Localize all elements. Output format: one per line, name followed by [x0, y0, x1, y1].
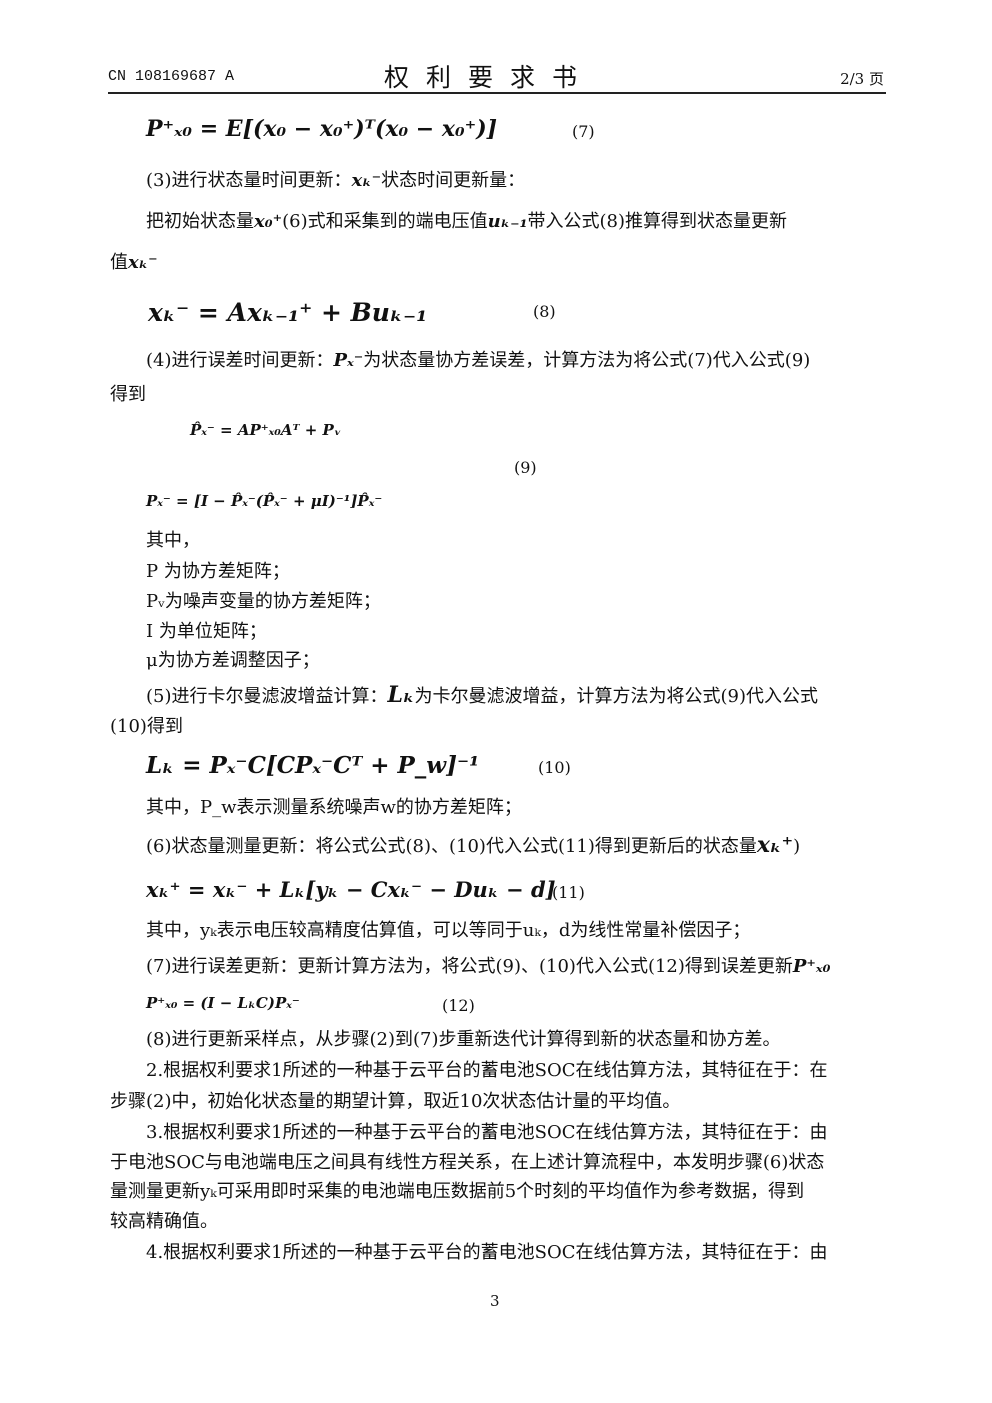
- header-title: 权利要求书: [384, 63, 595, 92]
- text: (6)状态量测量更新：将公式公式(8)、(10)代入公式(11)得到更新后的状态…: [146, 836, 757, 857]
- formula-inline: x₀⁺: [254, 211, 283, 232]
- step4-line: (4)进行误差时间更新：Pₓ⁻为状态量协方差误差，计算方法为将公式(7)代入公式…: [146, 352, 810, 370]
- page-number: 3: [490, 1292, 500, 1310]
- equation-7: P⁺ₓ₀ = E[(x₀ − x₀⁺)ᵀ(x₀ − x₀⁺)]: [146, 116, 498, 142]
- paragraph-line: 值xₖ⁻: [110, 254, 158, 272]
- paragraph-line: μ为协方差调整因子；: [146, 650, 320, 671]
- formula-inline: uₖ₋₁: [487, 211, 528, 232]
- paragraph-line: 量测量更新yₖ可采用即时采集的电池端电压数据前5个时刻的平均值作为参考数据，得到: [110, 1181, 805, 1202]
- text: (4)进行误差时间更新：: [146, 350, 334, 371]
- paragraph-line: 其中，: [146, 530, 200, 551]
- formula-inline: Lₖ: [387, 682, 415, 708]
- equation-8: xₖ⁻ = Axₖ₋₁⁺ + Buₖ₋₁: [148, 298, 428, 327]
- text: 把初始状态量: [146, 211, 254, 232]
- paragraph-line: 把初始状态量x₀⁺(6)式和采集到的端电压值uₖ₋₁带入公式(8)推算得到状态量…: [146, 213, 787, 231]
- step3-line: (3)进行状态量时间更新：xₖ⁻状态时间更新量：: [146, 172, 525, 190]
- equation-11: xₖ⁺ = xₖ⁻ + Lₖ[yₖ − Cxₖ⁻ − Duₖ − d]: [146, 877, 556, 902]
- paragraph-line: Pᵥ为噪声变量的协方差矩阵；: [146, 591, 381, 612]
- paragraph-line: 3.根据权利要求1所述的一种基于云平台的蓄电池SOC在线估算方法，其特征在于：由: [146, 1122, 828, 1143]
- step7-line: (7)进行误差更新：更新计算方法为，将公式(9)、(10)代入公式(12)得到误…: [146, 958, 831, 976]
- text: ): [793, 836, 801, 857]
- text: 为状态量协方差误差，计算方法为将公式(7)代入公式(9): [363, 350, 811, 371]
- equation-11-number: (11): [552, 883, 585, 902]
- equation-8-number: (8): [533, 302, 556, 321]
- paragraph-line: 其中，yₖ表示电压较高精度估算值，可以等同于uₖ，d为线性常量补偿因子；: [146, 920, 751, 941]
- equation-9a: P̂ₓ⁻ = AP⁺ₓ₀Aᵀ + Pᵥ: [190, 421, 342, 439]
- paragraph-line: 得到: [110, 384, 146, 405]
- equation-9-number: (9): [514, 458, 537, 477]
- text: 为卡尔曼滤波增益，计算方法为将公式(9)代入公式: [414, 686, 818, 707]
- formula-inline: xₖ⁻: [351, 170, 382, 191]
- paragraph-line: I 为单位矩阵；: [146, 621, 267, 642]
- equation-10-number: (10): [538, 758, 571, 777]
- header-rule: [108, 92, 886, 94]
- paragraph-line: 较高精确值。: [110, 1211, 218, 1232]
- step5-line: (5)进行卡尔曼滤波增益计算：Lₖ为卡尔曼滤波增益，计算方法为将公式(9)代入公…: [146, 684, 818, 706]
- equation-9b: Pₓ⁻ = [I − P̂ₓ⁻(P̂ₓ⁻ + μI)⁻¹]P̂ₓ⁻: [146, 492, 383, 510]
- formula-inline: P⁺ₓ₀: [792, 956, 831, 977]
- formula-inline: Pₓ⁻: [333, 350, 364, 371]
- text: (3)进行状态量时间更新：: [146, 170, 352, 191]
- paragraph-line: 2.根据权利要求1所述的一种基于云平台的蓄电池SOC在线估算方法，其特征在于：在: [146, 1060, 828, 1081]
- text: (6)式和采集到的端电压值: [282, 211, 488, 232]
- text: 值: [110, 252, 128, 273]
- paragraph-line: 4.根据权利要求1所述的一种基于云平台的蓄电池SOC在线估算方法，其特征在于：由: [146, 1242, 828, 1263]
- equation-7-number: (7): [572, 122, 595, 141]
- equation-12: P⁺ₓ₀ = (I − LₖC)Pₓ⁻: [146, 994, 300, 1012]
- step6-line: (6)状态量测量更新：将公式公式(8)、(10)代入公式(11)得到更新后的状态…: [146, 834, 800, 856]
- paragraph-line: (10)得到: [110, 716, 183, 737]
- equation-12-number: (12): [442, 996, 475, 1015]
- paragraph-line: 步骤(2)中，初始化状态量的期望计算，取近10次状态估计量的平均值。: [110, 1091, 681, 1112]
- text: 状态时间更新量：: [381, 170, 526, 191]
- text: 带入公式(8)推算得到状态量更新: [527, 211, 788, 232]
- equation-10: Lₖ = Pₓ⁻C[CPₓ⁻Cᵀ + P_w]⁻¹: [146, 752, 480, 779]
- paragraph-line: 其中，P_w表示测量系统噪声w的协方差矩阵；: [146, 797, 522, 818]
- text: (7)进行误差更新：更新计算方法为，将公式(9)、(10)代入公式(12)得到误…: [146, 956, 793, 977]
- paragraph-line: P 为协方差矩阵；: [146, 561, 290, 582]
- paragraph-line: 于电池SOC与电池端电压之间具有线性方程关系，在上述计算流程中，本发明步骤(6)…: [110, 1152, 825, 1173]
- paragraph-line: (8)进行更新采样点，从步骤(2)到(7)步重新迭代计算得到新的状态量和协方差。: [146, 1029, 781, 1050]
- formula-inline: xₖ⁺: [756, 832, 794, 858]
- formula-inline: xₖ⁻: [128, 252, 158, 273]
- header-page-indicator: 2/3 页: [840, 70, 884, 88]
- text: (5)进行卡尔曼滤波增益计算：: [146, 686, 388, 707]
- header-doc-number: CN 108169687 A: [108, 68, 235, 85]
